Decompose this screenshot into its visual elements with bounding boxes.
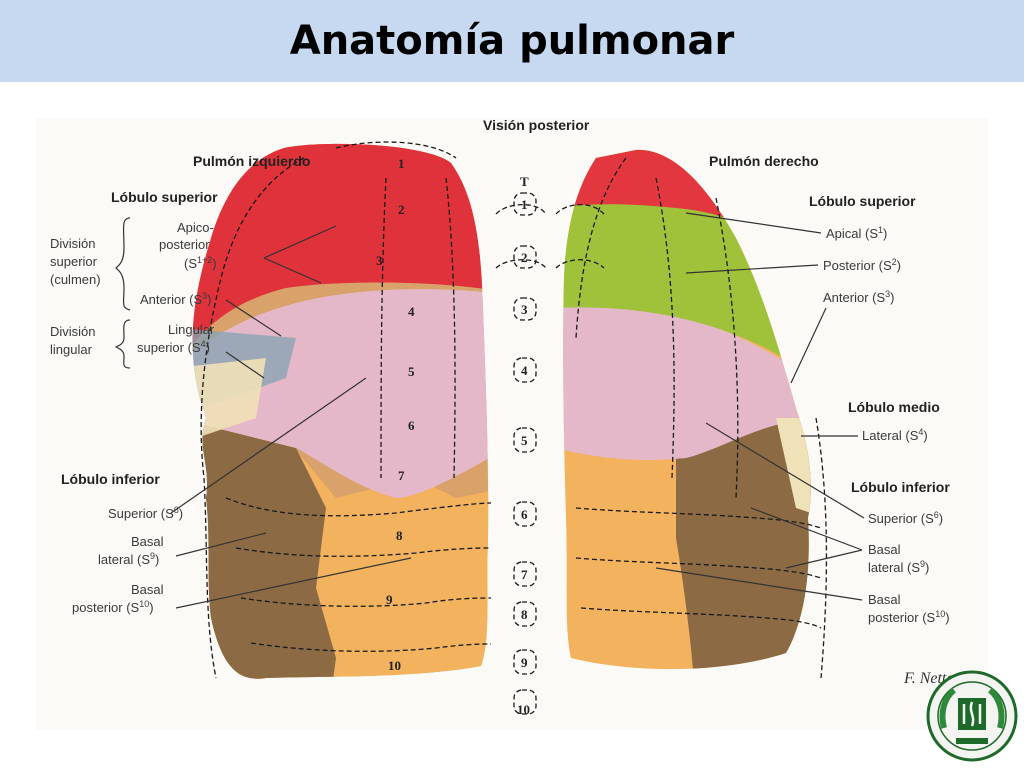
left-anterior-label: Anterior (S3)	[140, 291, 212, 307]
view-label: Visión posterior	[483, 118, 590, 133]
vertebra-label-T: T	[520, 174, 529, 189]
vertebral-column: T 1 2 3 4 5 6 7 8 9 10	[513, 174, 537, 717]
rib-8: 8	[396, 528, 403, 543]
division-lingular-line1: División	[50, 324, 96, 339]
rib-numbers: 1 2 3 4 5 6 7 8 9 10	[376, 156, 415, 673]
right-basal-posterior-line1: Basal	[868, 592, 901, 607]
rib-4: 4	[408, 304, 415, 319]
left-basal-lateral-line1: Basal	[131, 534, 164, 549]
left-labels: Lóbulo superior División superior (culme…	[50, 189, 412, 615]
lingular-superior-line1: Lingular	[168, 322, 215, 337]
rib-10: 10	[388, 658, 401, 673]
dashed-pleura-lines	[200, 141, 828, 679]
rib-5: 5	[408, 364, 415, 379]
right-basal-posterior-line2: posterior (S10)	[868, 609, 950, 625]
university-seal-logo	[926, 670, 1018, 762]
lung-diagram: T 1 2 3 4 5 6 7 8 9 10 1 2 3 4 5 6 7 8 9…	[50, 118, 960, 717]
vertebra-10: 10	[517, 702, 530, 717]
division-lingular-line2: lingular	[50, 342, 93, 357]
vertebra-2: 2	[521, 250, 528, 265]
right-labels: Lóbulo superior Apical (S1) Posterior (S…	[655, 193, 950, 625]
left-basal-posterior-line2: posterior (S10)	[72, 599, 154, 615]
right-lower-lobe-heading: Lóbulo inferior	[851, 479, 950, 495]
left-lung-title: Pulmón izquierdo	[193, 153, 310, 169]
lingular-superior-line2: superior (S4)	[137, 339, 210, 355]
vertebra-5: 5	[521, 433, 528, 448]
vertebra-9: 9	[521, 655, 528, 670]
rib-2: 2	[398, 202, 405, 217]
vertebra-8: 8	[521, 607, 528, 622]
apicoposterior-line3: (S1+2)	[184, 255, 217, 271]
left-basal-posterior-line1: Basal	[131, 582, 164, 597]
right-anterior-s3: Anterior (S3)	[823, 289, 895, 305]
right-basal-lateral-line1: Basal	[868, 542, 901, 557]
division-superior-line2: superior	[50, 254, 98, 269]
rib-3: 3	[376, 253, 383, 268]
title-bar: Anatomía pulmonar	[0, 0, 1024, 82]
rib-9: 9	[386, 592, 393, 607]
division-superior-line3: (culmen)	[50, 272, 101, 287]
vertebra-3: 3	[521, 302, 528, 317]
right-upper-lobe-heading: Lóbulo superior	[809, 193, 916, 209]
vertebra-1: 1	[521, 197, 528, 212]
vertebra-7: 7	[521, 567, 528, 582]
left-upper-lobe-heading: Lóbulo superior	[111, 189, 218, 205]
right-lateral-s4: Lateral (S4)	[862, 427, 928, 443]
left-lower-lobe-heading: Lóbulo inferior	[61, 471, 160, 487]
left-basal-lateral-line2: lateral (S9)	[98, 551, 159, 567]
lung-diagram-figure: T 1 2 3 4 5 6 7 8 9 10 1 2 3 4 5 6 7 8 9…	[36, 118, 988, 730]
vertebra-4: 4	[521, 363, 528, 378]
right-lung-title: Pulmón derecho	[709, 153, 819, 169]
rib-7: 7	[398, 468, 405, 483]
left-lung	[192, 143, 489, 679]
right-posterior-s2: Posterior (S2)	[823, 257, 901, 273]
right-lung	[563, 149, 811, 670]
slide-title: Anatomía pulmonar	[289, 18, 735, 64]
right-basal-lateral-line2: lateral (S9)	[868, 559, 929, 575]
apicoposterior-line1: Apico-	[177, 220, 214, 235]
vertebra-6: 6	[521, 507, 528, 522]
right-apical-s1: Apical (S1)	[826, 225, 887, 241]
division-superior-line1: División	[50, 236, 96, 251]
rib-6: 6	[408, 418, 415, 433]
rib-1: 1	[398, 156, 405, 171]
apicoposterior-line2: posterior	[159, 237, 210, 252]
middle-lobe-heading: Lóbulo medio	[848, 399, 940, 415]
right-superior-s6: Superior (S6)	[868, 510, 943, 526]
